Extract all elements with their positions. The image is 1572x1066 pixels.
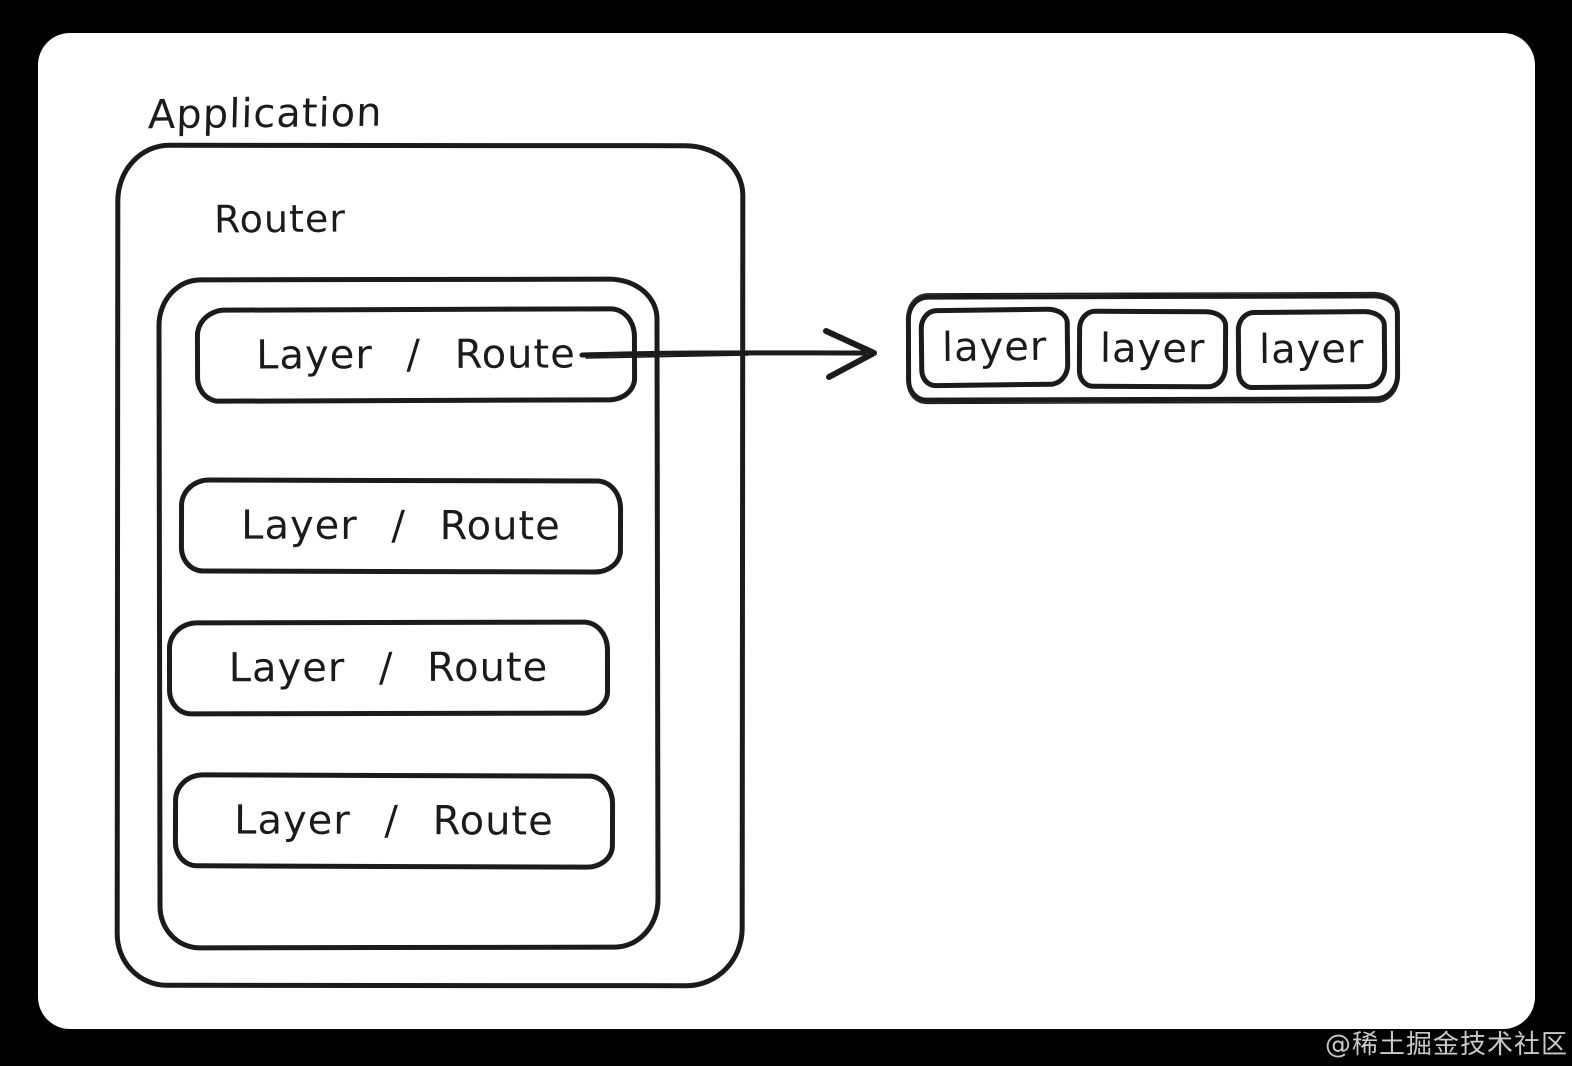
router-label: Router bbox=[213, 196, 347, 242]
application-label: Application bbox=[147, 89, 384, 139]
layer-route-box-4: Layer / Route bbox=[172, 772, 616, 870]
layer-box-3: layer bbox=[1235, 308, 1388, 390]
layer-route-box-2: Layer / Route bbox=[178, 477, 624, 575]
layer-box-2: layer bbox=[1077, 308, 1229, 390]
whiteboard-card: Application Router Layer / Route Layer /… bbox=[38, 33, 1535, 1029]
layer-box-1: layer bbox=[918, 306, 1071, 389]
watermark: @稀土掘金技术社区 bbox=[1324, 1030, 1568, 1060]
layer-group-box: layer layer layer bbox=[905, 293, 1401, 403]
layer-route-box-1: Layer / Route bbox=[194, 306, 638, 404]
layer-route-box-3: Layer / Route bbox=[166, 619, 611, 717]
